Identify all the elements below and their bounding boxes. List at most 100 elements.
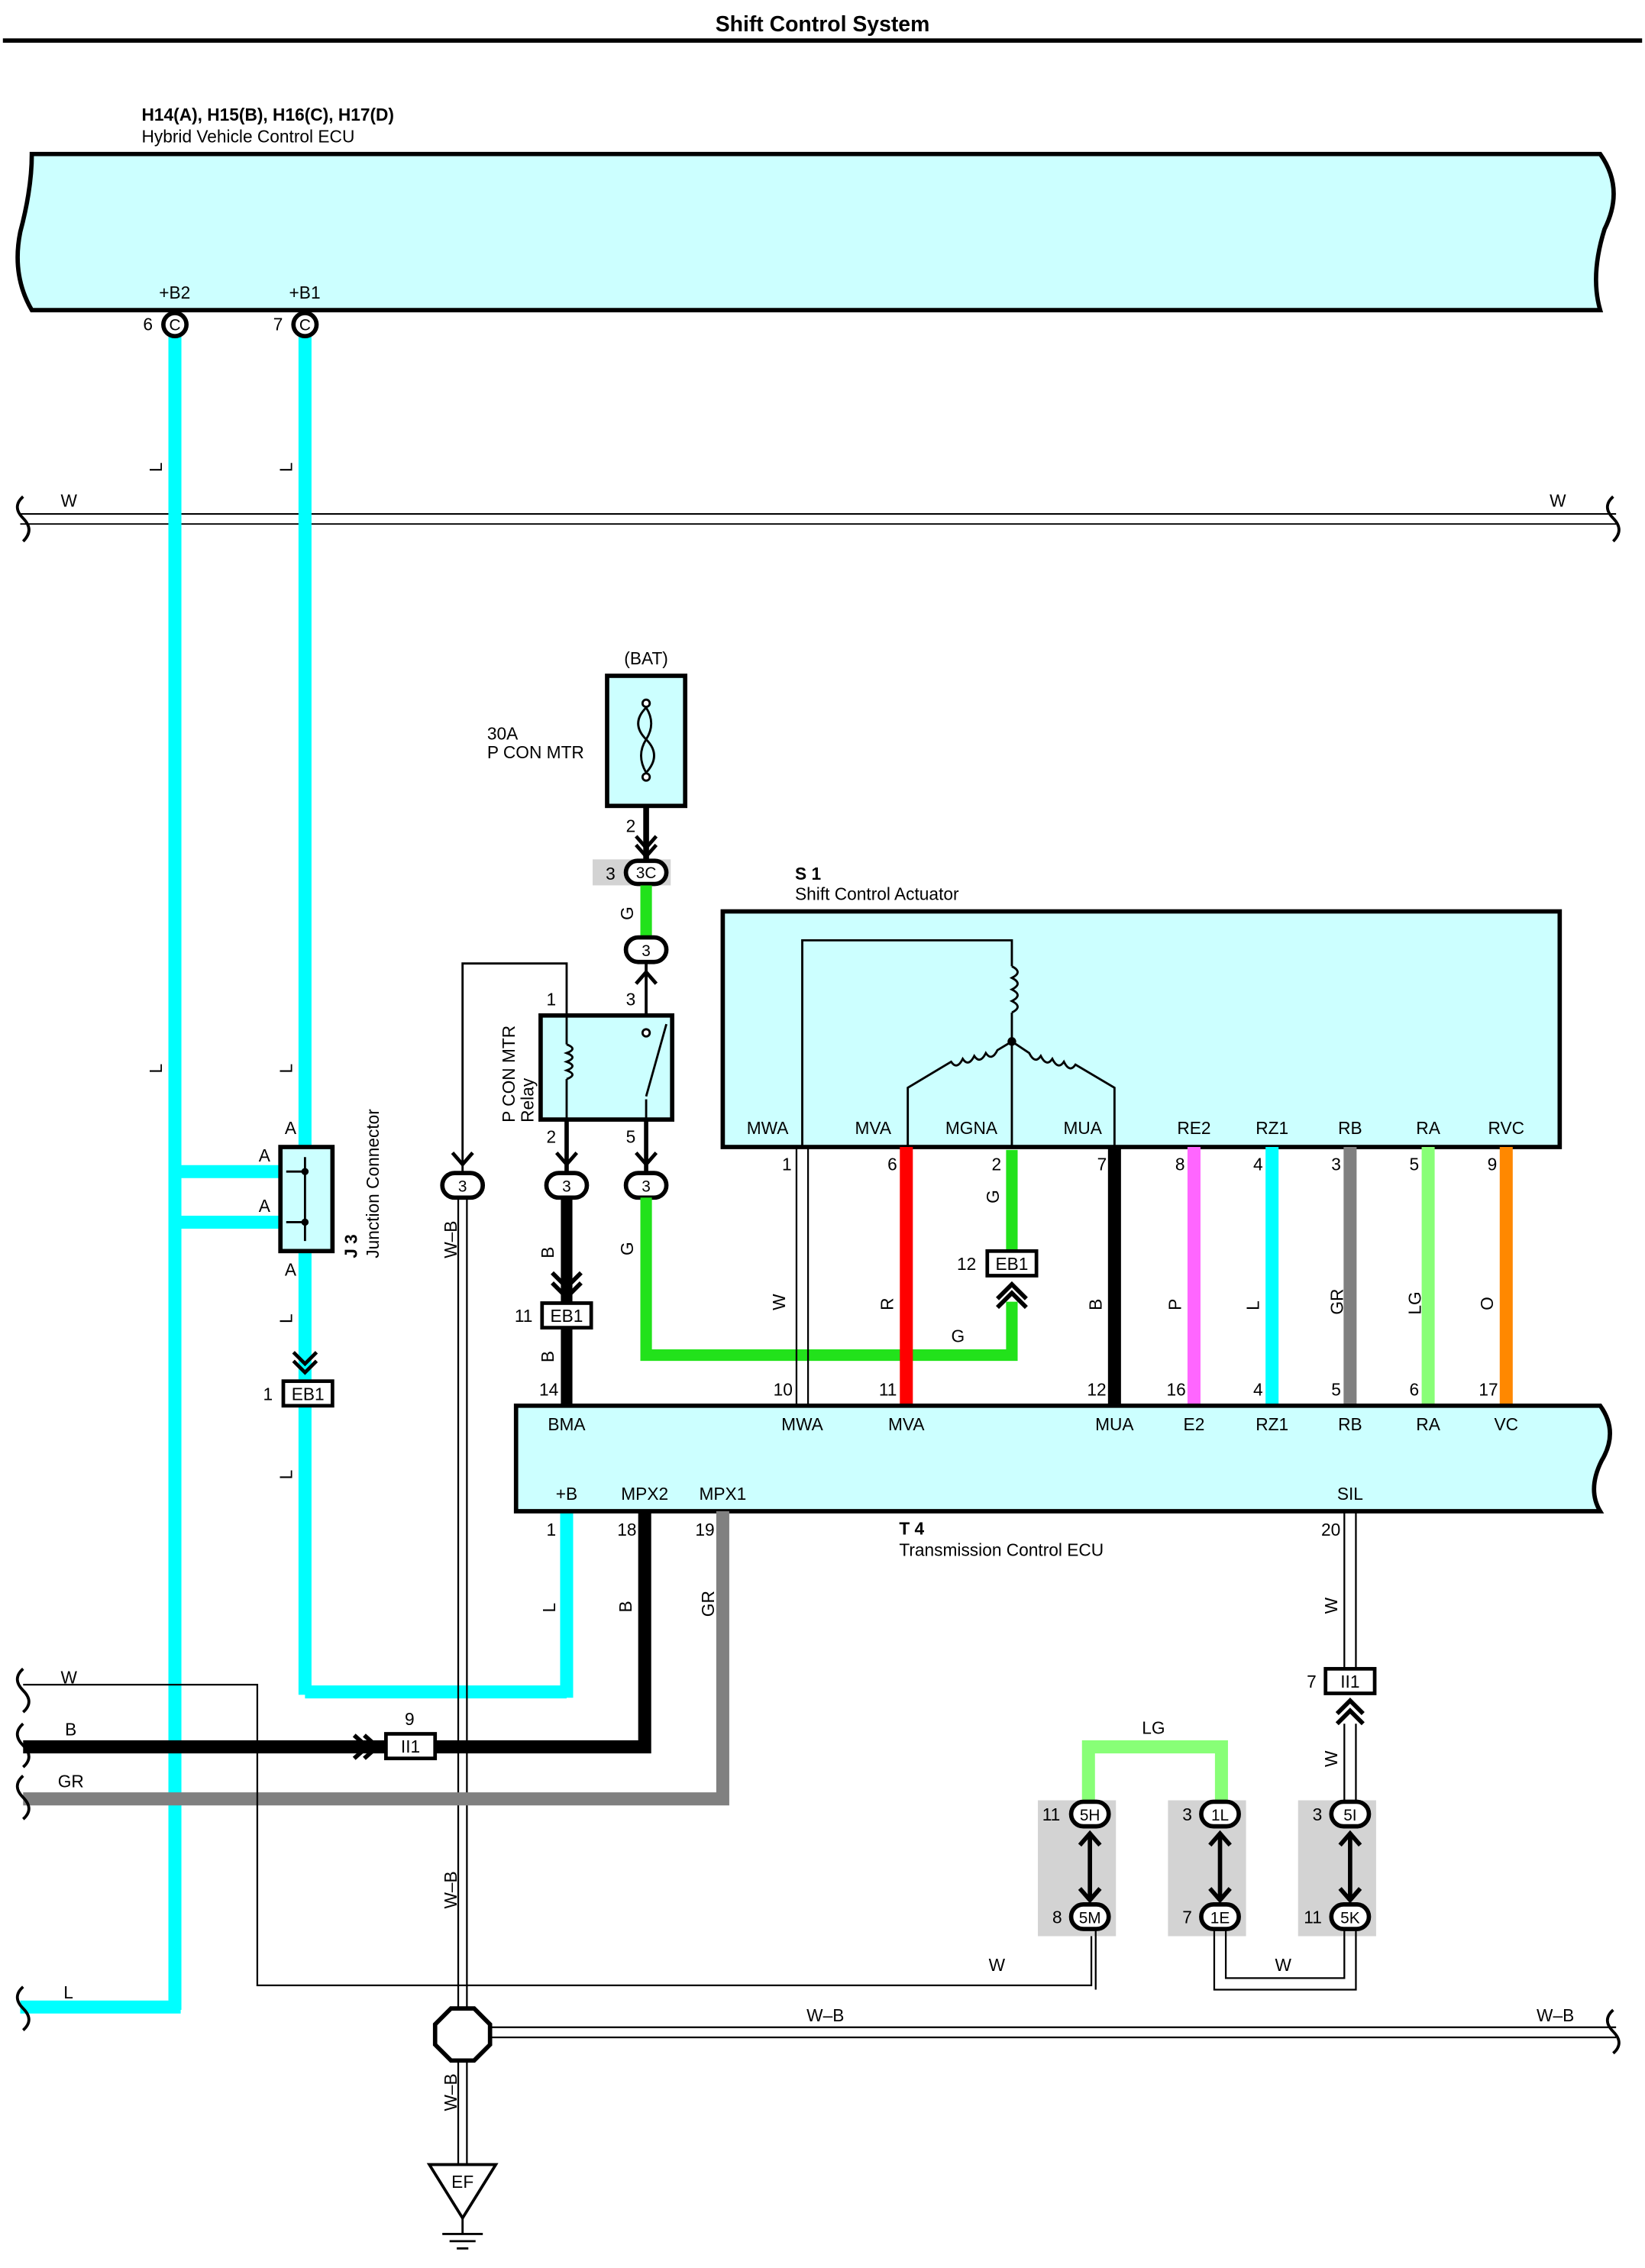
wire-label-g-1: G (617, 906, 637, 920)
act-pin-re2: RE2 (1177, 1118, 1210, 1138)
ii1-arrow-9 (352, 1733, 381, 1760)
joint-2-bottom-num: 7 (1182, 1907, 1192, 1927)
wire-label-lg-jumper: LG (1142, 1718, 1165, 1738)
w-bus-break-right (1605, 495, 1621, 543)
wire-label-w-left: W (60, 1667, 77, 1687)
wire-label-b-left: B (65, 1719, 76, 1739)
hv-pin-b2-conn: C (170, 317, 181, 334)
eb1-pin-1: 1 (263, 1384, 273, 1404)
act-num-5: 5 (1409, 1154, 1419, 1174)
eb1-arrow-12 (996, 1281, 1028, 1310)
joint-2-arrow-up (1208, 1830, 1232, 1847)
wire-label-wb-bus-1: W–B (806, 2005, 844, 2025)
junction-dot-2 (301, 1218, 309, 1226)
ii1-connector-7 (1323, 1666, 1377, 1695)
relay-pin-1: 1 (546, 990, 556, 1010)
wire-label-p: P (1165, 1299, 1184, 1310)
motor-coil-w-icon (1011, 1040, 1116, 1148)
actuator-code: S 1 (795, 864, 821, 884)
l-break-left (15, 1985, 31, 2031)
act-pin-mgna: MGNA (945, 1118, 998, 1138)
relay-conn-3-top: 3 (642, 942, 651, 960)
ground-splice (432, 2006, 493, 2063)
wire-gr-mpx1 (23, 1511, 729, 1806)
ii1-label-7: II1 (1340, 1672, 1359, 1691)
joint-3-top-num: 3 (1313, 1804, 1323, 1824)
act-pin-ra: RA (1416, 1118, 1440, 1138)
relay-coil-feed (461, 962, 568, 1174)
tcm-pin-rz1: RZ1 (1256, 1414, 1288, 1434)
wire-label-b-mua: B (1085, 1299, 1105, 1310)
fuse-rating: 30A (487, 723, 519, 743)
tcm-pin-sil: SIL (1337, 1484, 1363, 1504)
tcm-pin-mpx2: MPX2 (621, 1484, 668, 1504)
tcm-pin-mwa: MWA (781, 1414, 823, 1434)
relay-switch-top (641, 1028, 651, 1038)
jb-3c-label: 3C (636, 864, 657, 882)
ii1-pin-9: 9 (405, 1709, 415, 1729)
hv-pin-b1-connector (291, 311, 319, 339)
tcm-num-12: 12 (1087, 1380, 1106, 1400)
act-num-2: 2 (991, 1154, 1001, 1174)
joint-1-bottom-label: 5M (1079, 1909, 1101, 1927)
joint-1-top-label: 5H (1080, 1807, 1100, 1824)
joint-3-bottom-num: 11 (1304, 1907, 1322, 1927)
tcm-pin-ra: RA (1416, 1414, 1440, 1434)
wire-label-gr-rb: GR (1327, 1289, 1346, 1315)
joint-1-bottom-num: 8 (1052, 1907, 1062, 1927)
wire-label-lg: LG (1405, 1291, 1425, 1314)
wire-label-w-joint1: W (989, 1955, 1006, 1975)
joint-2-arrow-down (1208, 1887, 1232, 1904)
wire-label-l-6: L (276, 1470, 296, 1480)
act-pin-rb: RB (1338, 1118, 1362, 1138)
ground-label: EF (451, 2172, 473, 2192)
junction-connector-box (278, 1145, 335, 1254)
actuator-name: Shift Control Actuator (795, 884, 959, 903)
junction-pin-a-top: A (285, 1118, 297, 1138)
wire-wb-bus-break (1605, 2008, 1621, 2055)
w-bus-label-left: W (60, 491, 77, 511)
fuse-terminal-top (641, 698, 651, 709)
wire-g-mgna (640, 1197, 1018, 1362)
wire-label-l-rz1: L (1243, 1300, 1263, 1310)
act-pin-mva: MVA (855, 1118, 891, 1138)
eb1-pin-11: 11 (515, 1306, 533, 1326)
hv-pin-b2-num: 6 (143, 315, 153, 334)
tcm-pin-mua: MUA (1095, 1414, 1134, 1434)
tcm-num-6: 6 (1409, 1380, 1419, 1400)
hv-ecu-name: Hybrid Vehicle Control ECU (141, 127, 354, 147)
hv-pin-b1-label: +B1 (289, 283, 321, 302)
wire-label-wb-bus-2: W–B (1537, 2005, 1574, 2025)
tcm-num-14: 14 (539, 1380, 558, 1400)
joint-3-bottom (1329, 1902, 1372, 1931)
tcm-num-19: 19 (695, 1520, 714, 1539)
eb1-label-12: EB1 (995, 1254, 1028, 1274)
wire-label-l-2: L (276, 462, 296, 472)
wire-label-l-3: L (146, 1064, 166, 1074)
act-pin-mua: MUA (1063, 1118, 1102, 1138)
wire-label-g-4: G (983, 1190, 1003, 1203)
wire-lg-jumper (1081, 1740, 1228, 1802)
act-num-4: 4 (1253, 1154, 1263, 1174)
relay-arrow-1 (451, 1152, 474, 1168)
tcm-name: Transmission Control ECU (899, 1540, 1104, 1560)
w-bus-break-left (15, 495, 31, 543)
wire-label-w-sil-2: W (1321, 1750, 1341, 1767)
wire-w-joint23-b (1224, 1929, 1346, 1979)
wire-w-left-a (23, 1684, 1093, 1986)
joint-2-top-num: 3 (1182, 1804, 1192, 1824)
ii1-arrow-7 (1335, 1697, 1365, 1726)
l-left-label: L (63, 1982, 73, 2002)
relay-connector-a (440, 1171, 486, 1200)
act-num-9: 9 (1488, 1154, 1498, 1174)
tcm-code: T 4 (899, 1518, 924, 1538)
page-title: Shift Control System (716, 12, 930, 37)
motor-coil-u-icon (1009, 965, 1019, 1014)
junction-pin-a-2: A (259, 1196, 271, 1216)
hv-pin-b2-connector (161, 311, 189, 339)
relay-pin-2: 2 (546, 1126, 556, 1146)
fuse-terminal-bottom (641, 772, 651, 782)
title-rule (2, 38, 1643, 43)
wire-label-b-mpx2: B (616, 1601, 635, 1612)
act-num-7: 7 (1097, 1154, 1107, 1174)
